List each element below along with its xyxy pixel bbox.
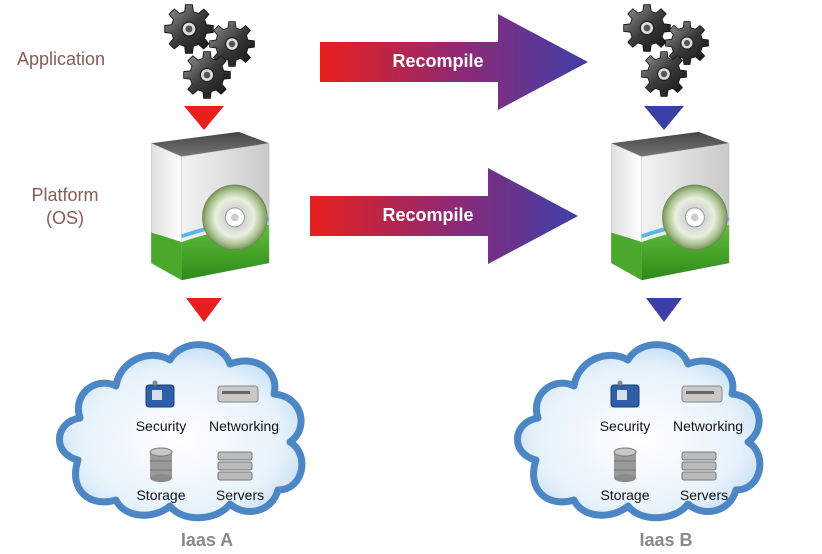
servers-label: Servers [679, 487, 729, 503]
cloud-name-a: Iaas A [180, 530, 234, 550]
server-rack-icon [217, 451, 253, 481]
networking-label: Networking [208, 418, 280, 434]
database-icon [149, 447, 173, 482]
cloud-name-b: Iaas B [639, 530, 693, 550]
security-badge-icon [610, 380, 640, 408]
security-label: Security [599, 418, 651, 434]
servers-label: Servers [215, 487, 265, 503]
recompile-label-top: Recompile [392, 51, 484, 71]
storage-label: Storage [600, 487, 650, 503]
down-arrow-icon [646, 298, 682, 322]
software-box-icon [149, 129, 271, 283]
server-rack-icon [681, 451, 717, 481]
platform-label-line2: (OS) [46, 208, 84, 228]
networking-label: Networking [672, 418, 744, 434]
platform-label-line1: Platform [31, 185, 99, 205]
recompile-label-bottom: Recompile [382, 205, 474, 225]
network-device-icon [217, 385, 259, 403]
down-arrow-icon [186, 298, 222, 322]
network-device-icon [681, 385, 723, 403]
platform-label: Platform (OS) [20, 184, 110, 230]
application-label: Application [16, 49, 106, 69]
down-arrow-icon [644, 106, 684, 130]
database-icon [613, 447, 637, 482]
gears-icon [623, 4, 710, 98]
recompile-arrow-top [320, 14, 588, 110]
software-box-icon [609, 129, 731, 283]
storage-label: Storage [136, 487, 186, 503]
security-badge-icon [145, 380, 175, 408]
security-label: Security [135, 418, 187, 434]
recompile-arrow-bottom [310, 168, 578, 264]
down-arrow-icon [184, 106, 224, 130]
gears-icon [164, 4, 255, 99]
